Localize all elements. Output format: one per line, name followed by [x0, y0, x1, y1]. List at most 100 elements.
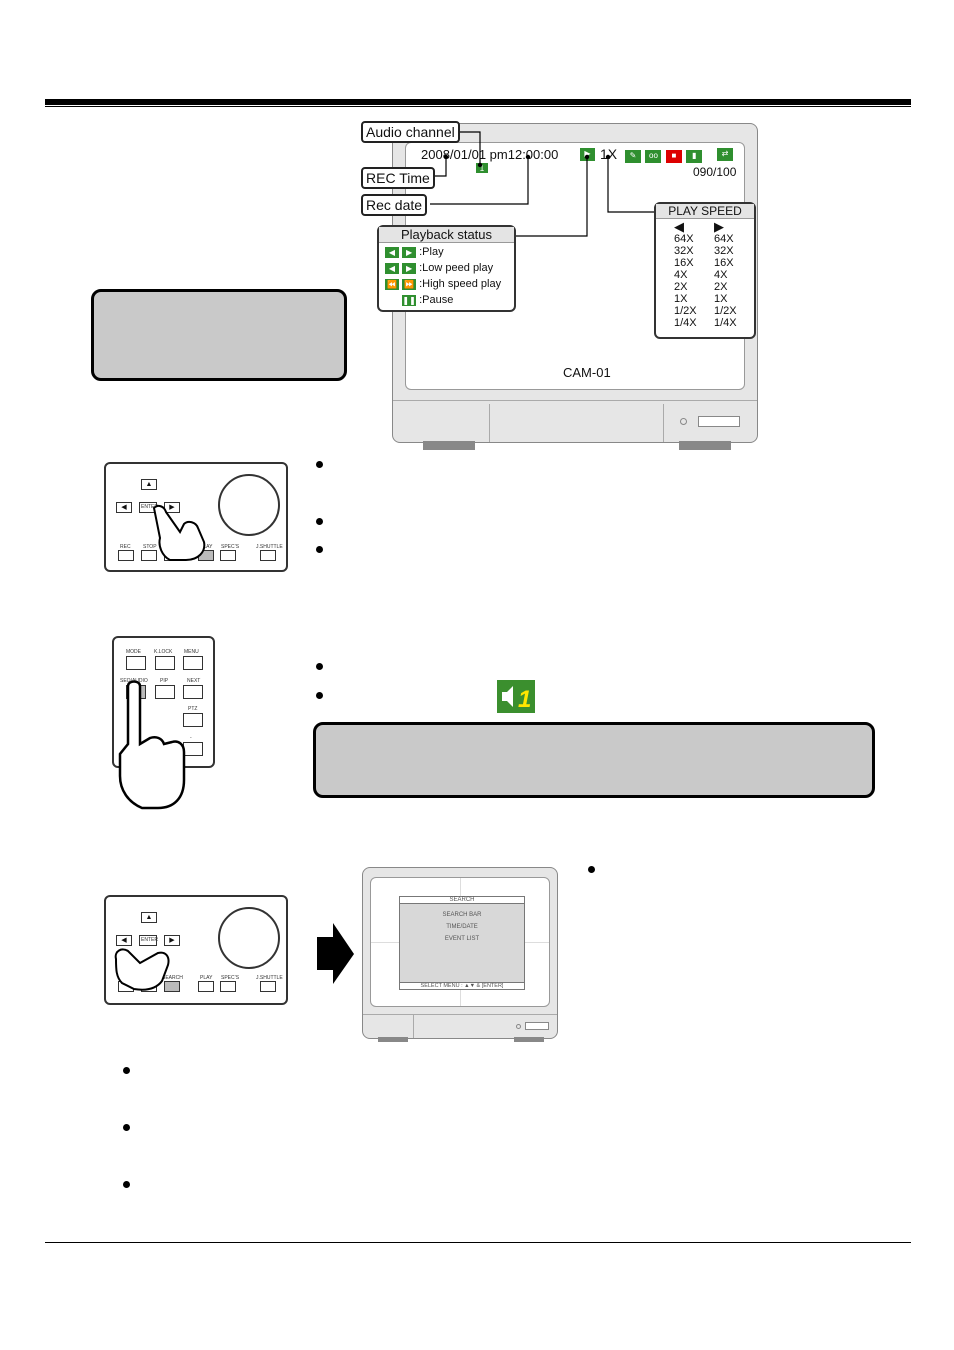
pip-button[interactable]: [155, 685, 175, 699]
power-led-icon: [516, 1024, 521, 1029]
playback-status-panel: Playback status ◀ ▶ :Play ◀ ▶ :Low peed …: [377, 225, 516, 312]
osd-speed: 1X: [600, 146, 618, 162]
monitor-2-slot: [525, 1022, 549, 1030]
fast-rewind-icon: ⏪: [385, 278, 399, 290]
rewind-play-icon: ◀: [385, 246, 399, 258]
search-menu-item[interactable]: TIME/DATE: [446, 924, 478, 930]
up-arrow-button[interactable]: ▲: [141, 479, 157, 490]
monitor-1-panel-seam2: [663, 404, 664, 442]
slow-forward-icon: ▶: [402, 262, 417, 274]
specs-button[interactable]: [220, 550, 236, 561]
next-button[interactable]: [183, 685, 203, 699]
slow-back-icon: ◀: [385, 262, 399, 274]
status-play: ◀ ▶ :Play: [385, 244, 508, 260]
note-box-2: [313, 722, 875, 798]
remote-panel-play: ▲ ◀ ENTER ▶ REC STOP PLAY SPEC’S J.SHUTT…: [104, 462, 288, 572]
rec-button[interactable]: [118, 550, 134, 561]
pause-icon: ❚❚: [402, 294, 417, 306]
status-low-speed: ◀ ▶ :Low peed play: [385, 260, 508, 276]
bullet: [123, 1124, 130, 1131]
monitor-2-divider: [363, 1014, 557, 1015]
speed-left-arrow-icon: ◀: [674, 219, 684, 234]
jshuttle-button[interactable]: [260, 550, 276, 561]
pointing-hand-icon: [118, 680, 186, 810]
osd-status-icons: ✎ oo ■ ▮: [625, 148, 703, 164]
up-arrow-button[interactable]: ▲: [141, 912, 157, 923]
mode-button[interactable]: [126, 656, 146, 670]
header-rule-thin: [45, 106, 911, 107]
specs-button[interactable]: [220, 981, 236, 992]
remote-panel-search: ▲ ◀ ENTER ▶ SEARCH PLAY SPEC’S J.SHUTTLE: [104, 895, 288, 1005]
status-high-speed: ⏪ ⏩ :High speed play: [385, 276, 508, 292]
power-led-icon: [680, 418, 687, 425]
monitor-1-panel-seam: [489, 404, 490, 442]
monitor-1-slot: [698, 416, 740, 427]
audio-channel-icon: 1: [476, 163, 488, 173]
search-menu-footer: SELECT MENU : ▲▼ & [ENTER]: [400, 982, 524, 989]
playback-status-title: Playback status: [379, 227, 514, 243]
bullet: [316, 692, 323, 699]
svg-text:1: 1: [518, 686, 531, 713]
right-arrow-icon: [317, 923, 354, 984]
rec-time-callout: REC Time: [361, 167, 435, 189]
stop-button[interactable]: [141, 550, 157, 561]
bullet: [316, 518, 323, 525]
motion-icon: ✎: [625, 150, 641, 164]
signal-icon: ▮: [686, 150, 703, 164]
enter-button[interactable]: ENTER: [139, 935, 158, 946]
audio-channel-icon-large: 1: [497, 680, 535, 713]
search-menu-item[interactable]: EVENT LIST: [444, 936, 480, 942]
left-arrow-button[interactable]: ◀: [116, 935, 132, 946]
forward-play-icon: ▶: [402, 246, 417, 258]
header-rule: [45, 99, 911, 105]
search-menu: SEARCH SEARCH BAR TIME/DATE EVENT LIST S…: [399, 896, 525, 990]
monitor-1-divider: [393, 400, 757, 401]
osd-cam-label: CAM-01: [563, 365, 611, 380]
rec-date-callout: Rec date: [361, 194, 428, 216]
monitor-2-screen: SEARCH SEARCH BAR TIME/DATE EVENT LIST S…: [370, 877, 550, 1007]
bullet: [123, 1067, 130, 1074]
jog-dial[interactable]: [218, 474, 280, 536]
bullet: [316, 546, 323, 553]
monitor-1-foot-left: [423, 441, 475, 450]
audio-channel-callout: Audio channel: [361, 121, 460, 143]
speaker-icon: 1: [502, 686, 531, 713]
footer-rule: [45, 1242, 911, 1243]
search-menu-item[interactable]: SEARCH BAR: [442, 912, 482, 918]
play-speed-title: PLAY SPEED: [656, 204, 754, 219]
network-icon: ⇄: [717, 148, 733, 161]
osd-counter: 090/100: [693, 165, 737, 179]
bullet: [316, 461, 323, 468]
rec-stop-icon: ■: [665, 150, 682, 164]
jog-dial[interactable]: [218, 907, 280, 969]
search-menu-title: SEARCH: [400, 897, 524, 904]
monitor-2-foot-left: [378, 1037, 408, 1042]
bullet: [588, 866, 595, 873]
fast-forward-icon: ⏩: [402, 278, 417, 290]
osd-datetime: 2008/01/01 pm12:00:00: [421, 147, 559, 162]
ptz-button[interactable]: [183, 713, 203, 727]
speed-right-arrow-icon: ▶: [714, 219, 724, 234]
menu-button[interactable]: [183, 656, 203, 670]
play-button[interactable]: [198, 981, 214, 992]
note-box-1: [91, 289, 347, 381]
monitor-2: SEARCH SEARCH BAR TIME/DATE EVENT LIST S…: [362, 867, 558, 1039]
jshuttle-button[interactable]: [260, 981, 276, 992]
monitor-2-foot-right: [514, 1037, 544, 1042]
right-arrow-button[interactable]: ▶: [164, 935, 180, 946]
bullet: [123, 1181, 130, 1188]
pointing-hand-icon: [114, 948, 170, 991]
status-pause: ❚❚ :Pause: [402, 294, 454, 306]
play-status-icon: ▶: [580, 148, 595, 161]
pointing-hand-icon: [152, 504, 206, 561]
klock-button[interactable]: [155, 656, 175, 670]
monitor-1-foot-right: [679, 441, 731, 450]
monitor-2-panel-seam: [413, 1015, 414, 1038]
tape-icon: oo: [645, 150, 662, 164]
leader-lines: [430, 131, 656, 237]
search-button[interactable]: [164, 981, 180, 992]
bullet: [316, 663, 323, 670]
left-arrow-button[interactable]: ◀: [116, 502, 132, 513]
